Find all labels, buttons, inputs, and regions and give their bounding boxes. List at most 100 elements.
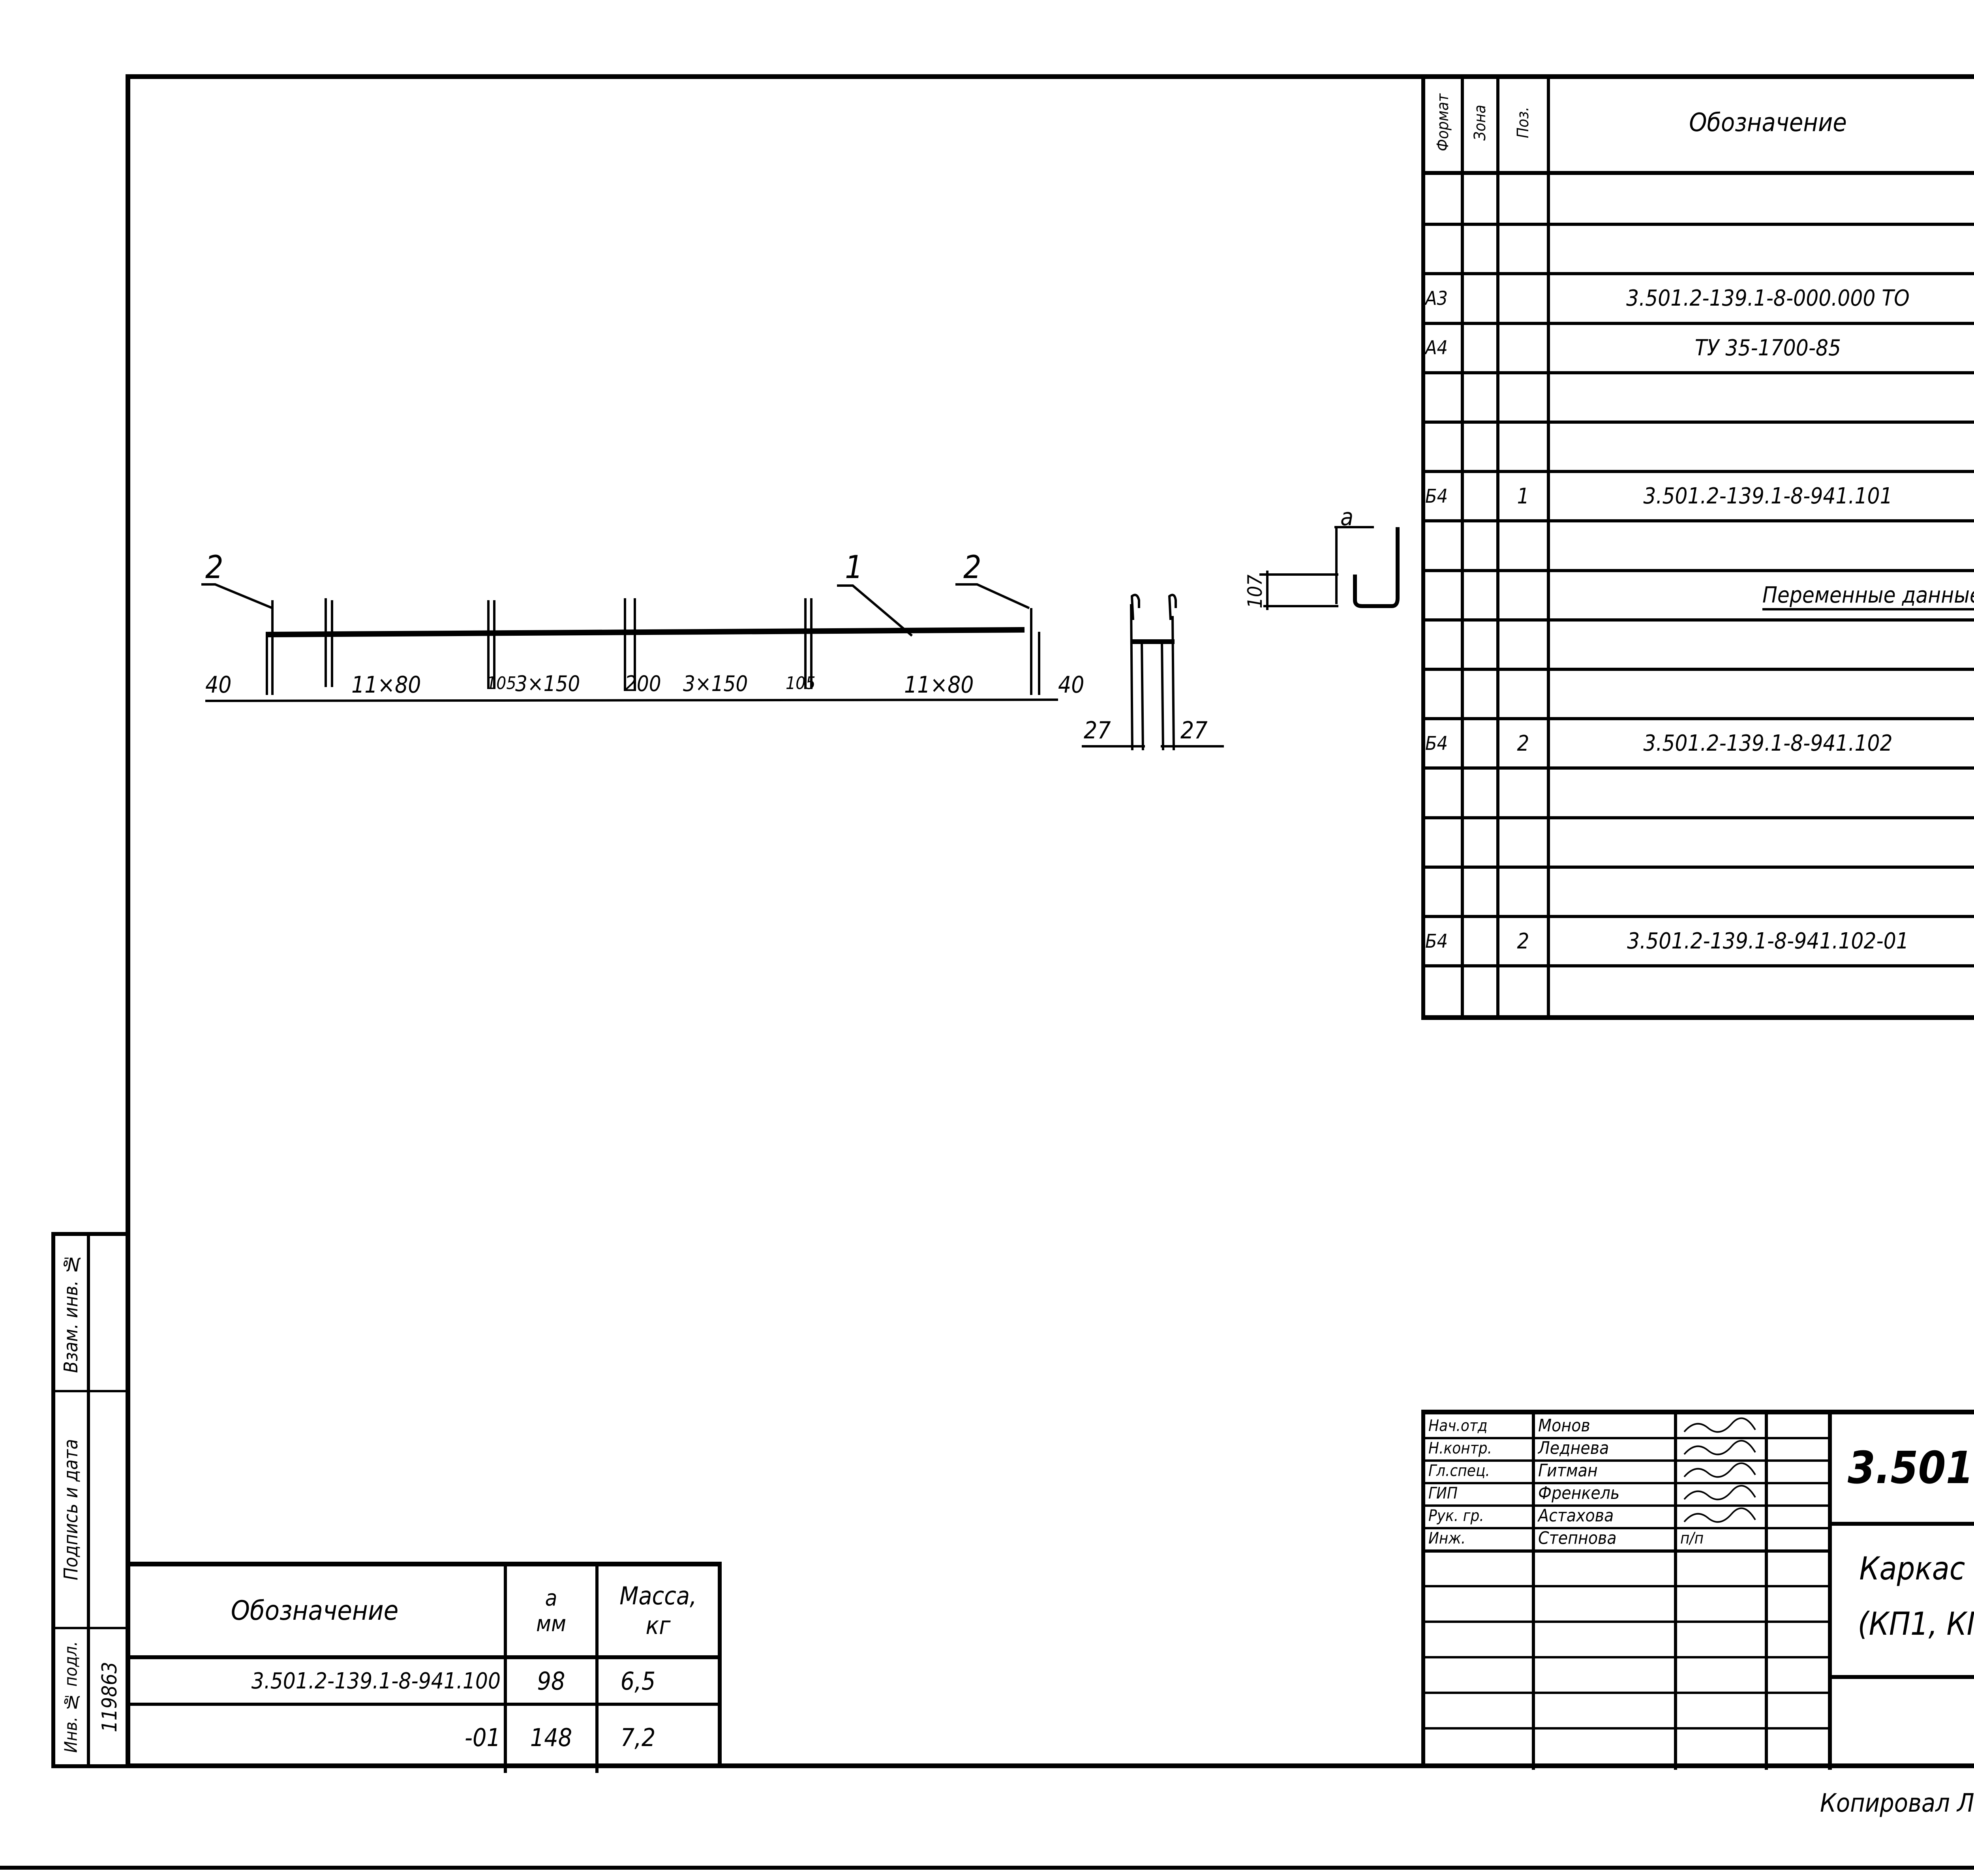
signature-name: Астахова [1538,1506,1614,1526]
spec-cell-designation [1550,175,1974,224]
spec-cell-pos [1499,768,1547,817]
spec-cell-zone [1464,224,1496,274]
spec-cell-pos [1499,571,1547,620]
dimension-label: 3×150 [683,671,748,696]
header-format: Формат [1434,94,1452,152]
spec-cell-format [1425,669,1461,719]
spec-cell-pos [1499,422,1547,471]
side-stamp-label: Взам. инв. № [60,1253,82,1373]
inventory-number: 119863 [98,1662,122,1733]
spec-cell-designation [1550,521,1974,570]
spec-cell-zone [1464,274,1496,323]
spec-cell-zone [1464,966,1496,1015]
dimension-label: 11×80 [351,671,421,698]
spec-cell-format [1425,224,1461,274]
spec-cell-pos: 2 [1517,731,1529,756]
dimension-label: 105 [786,673,816,693]
dimension-label: 40 [1058,671,1085,698]
callout-label: 2 [205,549,223,586]
spec-cell-designation: Переменные данные [1762,582,1974,608]
side-stamp-label: Инв. № подл. [61,1641,81,1753]
spec-cell-designation [1550,669,1974,719]
spec-cell-designation: ТУ 35-1700-85 [1694,335,1841,361]
dimension-label: 11×80 [904,671,974,698]
drawing-frame [126,74,1974,1768]
signature-mark-icon [1677,1459,1765,1482]
spec-cell-zone [1464,471,1496,521]
spec-cell-pos [1499,274,1547,323]
signature-name: Леднева [1538,1438,1609,1458]
spec-cell-pos [1499,867,1547,916]
spec-cell-designation: 3.501.2-139.1-8-941.102 [1643,730,1893,757]
spec-cell-zone [1464,175,1496,224]
spec-cell-format [1425,521,1461,570]
spec-cell-zone [1464,422,1496,471]
spec-cell-pos [1499,224,1547,274]
mass-row-a: 148 [530,1723,572,1752]
signature-role: ГИП [1428,1484,1458,1502]
signature-mark-icon [1677,1437,1765,1459]
spec-cell-designation: 3.501.2-139.1-8-941.102-01 [1627,928,1909,954]
signature-mark-icon [1677,1504,1765,1527]
signature-name: Степнова [1538,1528,1617,1548]
dimension-label: 3×150 [515,671,580,696]
spec-cell-format: А3 [1425,287,1448,310]
mass-table: Обозначение a мм Масса, кг 3.501.2-139.1… [126,1562,722,1773]
header-pos: Поз. [1514,107,1532,139]
spec-cell-zone [1464,571,1496,620]
title-line-1: Каркас КП [1859,1550,1974,1587]
spec-cell-zone [1464,768,1496,817]
signature-mark-icon [1677,1482,1765,1504]
document-code: 3.501.2-139.1-8-941.100 [1848,1442,1974,1494]
spec-cell-format: А4 [1425,337,1448,359]
mass-row-mass: 6,5 [620,1666,656,1696]
dimension-label: a [1340,503,1354,531]
spec-cell-pos [1499,818,1547,867]
spec-cell-format [1425,620,1461,669]
callout-label: 1 [845,549,863,586]
spec-cell-designation [1550,768,1974,817]
spec-cell-format: Б4 [1425,732,1448,755]
signature-role: Рук. гр. [1428,1506,1484,1525]
header-designation: Обозначение [1689,108,1847,137]
spec-cell-zone [1464,719,1496,768]
spec-cell-format [1425,818,1461,867]
spec-cell-format: Б4 [1425,930,1448,952]
signature-role: Гл.спец. [1428,1461,1490,1480]
spec-cell-zone [1464,521,1496,570]
spec-cell-format [1425,422,1461,471]
spec-cell-format [1425,571,1461,620]
spec-cell-pos [1499,669,1547,719]
signature-role: Нач.отд [1428,1416,1488,1435]
signature-sign: п/п [1680,1529,1704,1547]
dimension-label: 107 [1244,575,1267,608]
spec-cell-pos [1499,175,1547,224]
spec-cell-designation [1550,966,1974,1015]
spec-cell-designation [1550,224,1974,274]
dimension-label: 200 [625,671,661,696]
dimension-label: 27 [1180,717,1208,744]
mass-header-a: a мм [536,1585,566,1637]
header-zone: Зона [1471,105,1489,141]
spec-cell-pos [1499,323,1547,373]
spec-cell-zone [1464,867,1496,916]
spec-cell-pos [1499,620,1547,669]
side-stamp: Взам. инв. № Подпись и дата Инв. № подл.… [51,1232,130,1768]
spec-cell-zone [1464,373,1496,422]
callout-label: 2 [963,549,981,586]
spec-cell-designation [1550,373,1974,422]
mass-row-designation: 3.501.2-139.1-8-941.100 [251,1668,501,1694]
spec-cell-pos [1499,373,1547,422]
spec-cell-designation [1550,867,1974,916]
signature-mark-icon [1677,1414,1765,1437]
spec-cell-format [1425,373,1461,422]
signature-role: Н.контр. [1428,1439,1492,1457]
spec-cell-designation: 3.501.2-139.1-8-000.000 ТО [1626,285,1910,312]
spec-cell-designation [1550,818,1974,867]
spec-cell-pos [1499,966,1547,1015]
side-stamp-label: Подпись и дата [60,1439,82,1580]
spec-cell-pos: 1 [1517,484,1529,509]
mass-header-designation: Обозначение [231,1595,399,1626]
signature-name: Френкель [1538,1483,1620,1503]
